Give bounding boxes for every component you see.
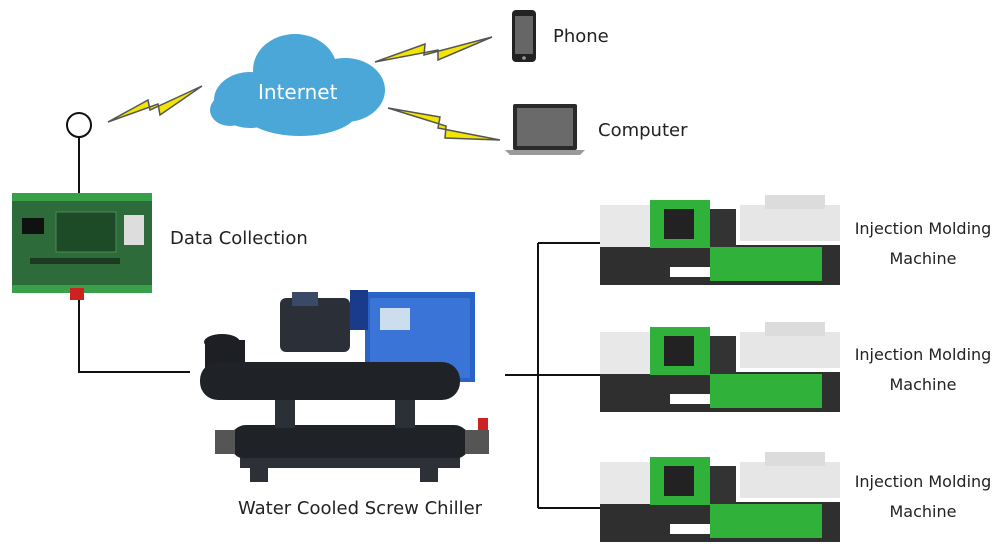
machine-label-2: Injection Molding Machine bbox=[843, 340, 1003, 400]
machine-label-1: Injection Molding Machine bbox=[843, 214, 1003, 274]
phone-icon bbox=[512, 10, 536, 62]
machine-label-line1: Injection Molding bbox=[854, 345, 992, 364]
board-chiller-wire bbox=[78, 300, 190, 373]
internet-label: Internet bbox=[258, 80, 338, 104]
lightning-icon bbox=[107, 85, 203, 123]
lightning-icon bbox=[387, 107, 501, 141]
chiller-icon bbox=[200, 290, 489, 482]
injection-machine-icon bbox=[600, 452, 840, 542]
machine-label-line2: Machine bbox=[889, 502, 957, 521]
machine-label-line1: Injection Molding bbox=[854, 472, 992, 491]
machine-label-line2: Machine bbox=[889, 249, 957, 268]
chiller-label: Water Cooled Screw Chiller bbox=[238, 498, 483, 519]
laptop-icon bbox=[505, 104, 585, 155]
injection-machine-icon bbox=[600, 322, 840, 412]
antenna-icon bbox=[66, 112, 92, 138]
circuit-board-icon bbox=[12, 193, 152, 300]
phone-label: Phone bbox=[553, 26, 609, 47]
computer-label: Computer bbox=[598, 120, 688, 141]
machine-label-line1: Injection Molding bbox=[854, 219, 992, 238]
injection-machine-icon bbox=[600, 195, 840, 285]
data-collection-label: Data Collection bbox=[170, 228, 308, 249]
cloud-icon bbox=[210, 34, 385, 136]
machine-label-3: Injection Molding Machine bbox=[843, 467, 1003, 527]
machine-label-line2: Machine bbox=[889, 375, 957, 394]
lightning-icon bbox=[374, 36, 493, 63]
